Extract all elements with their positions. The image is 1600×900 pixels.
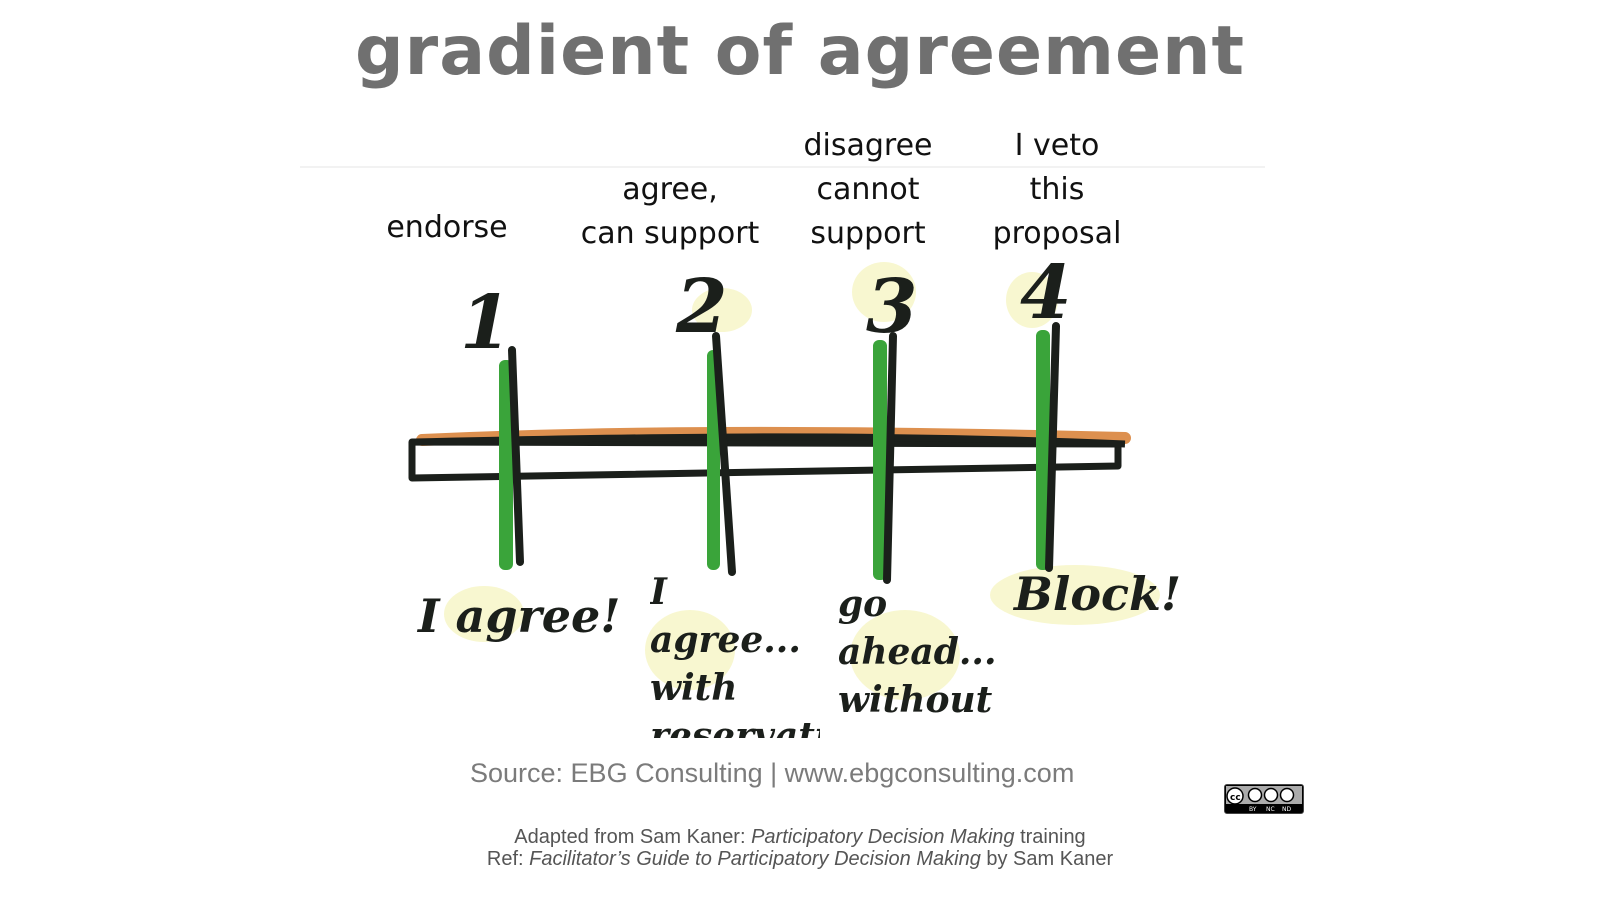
stage-number-4: 4: [1020, 250, 1072, 336]
stage-number-2: 2: [675, 264, 728, 350]
stage-marker-1: [499, 346, 524, 570]
stage-marker-4: [1036, 322, 1060, 572]
svg-text:BY: BY: [1249, 806, 1257, 813]
page-title: gradient of agreement: [355, 12, 1245, 91]
source-line: Source: EBG Consulting | www.ebgconsulti…: [470, 758, 1075, 788]
reference-credit: Ref: Facilitator’s Guide to Participator…: [0, 848, 1600, 871]
svg-text:cc: cc: [1230, 793, 1241, 803]
ref-prefix: Ref:: [486, 848, 530, 870]
adapted-title: Participatory Decision Making: [751, 826, 1015, 848]
stage-label-disagree-cannot-support: disagree cannot support: [803, 128, 933, 251]
stage-marker-2: [707, 332, 736, 576]
stage-note-3: go ahead... without me: [838, 583, 997, 740]
highlight-marks: [444, 262, 1160, 700]
stage-label-endorse: endorse: [386, 210, 508, 245]
stage-note-4: Block!: [1012, 567, 1181, 621]
stage-marker-3: [873, 332, 897, 584]
ref-suffix: by Sam Kaner: [980, 848, 1114, 870]
ref-title: Facilitator’s Guide to Participatory Dec…: [529, 848, 981, 870]
stage-note-1: I agree!: [416, 589, 620, 643]
stage-note-2: I agree... with reservations: [650, 571, 820, 738]
adapted-suffix: training: [1014, 826, 1086, 848]
svg-text:NC: NC: [1266, 806, 1275, 813]
svg-text:ND: ND: [1282, 806, 1291, 813]
adapted-credit: Adapted from Sam Kaner: Participatory De…: [0, 826, 1600, 849]
adapted-prefix: Adapted from Sam Kaner:: [514, 826, 752, 848]
creative-commons-by-nc-nd-icon: cc BY NC ND: [1224, 784, 1304, 814]
stage-number-3: 3: [866, 264, 918, 350]
stage-label-agree-can-support: agree, can support: [580, 172, 760, 251]
stage-label-veto: I veto this proposal: [992, 128, 1122, 251]
stage-number-1: 1: [460, 280, 512, 366]
